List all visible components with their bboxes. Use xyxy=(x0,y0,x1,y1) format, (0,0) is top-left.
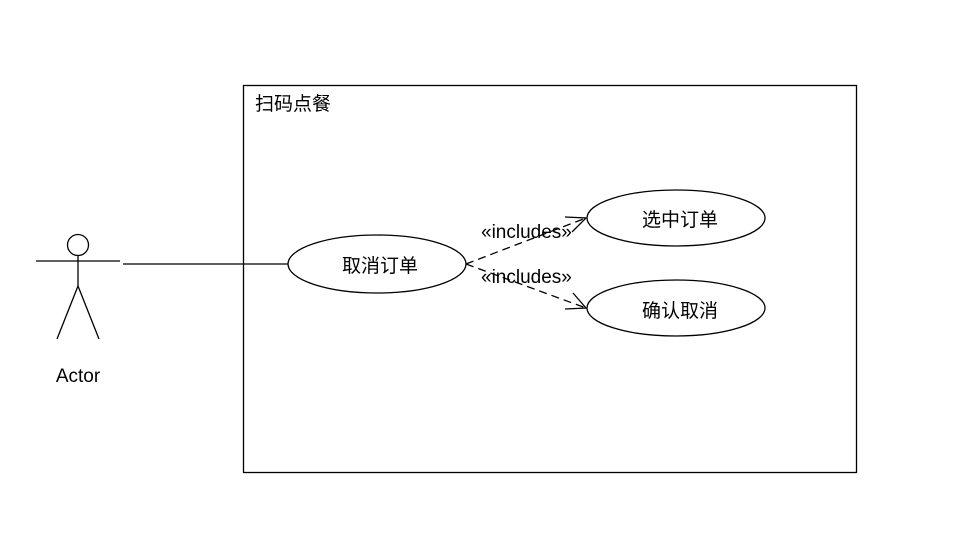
use-case-label: 取消订单 xyxy=(342,255,418,277)
system-boundary xyxy=(242,84,858,474)
use-case-cancel-order: 取消订单 xyxy=(287,234,467,294)
include-label-confirm: «includes» xyxy=(481,267,572,288)
use-case-label: 确认取消 xyxy=(642,300,718,322)
actor-right-leg xyxy=(77,285,100,340)
system-title: 扫码点餐 xyxy=(255,93,331,115)
use-case-confirm-cancel: 确认取消 xyxy=(586,279,766,337)
use-case-ellipse xyxy=(586,189,766,247)
use-case-label: 选中订单 xyxy=(642,209,718,231)
include-label-select: «includes» xyxy=(481,222,572,243)
actor-left-leg xyxy=(56,285,79,340)
actor-figure xyxy=(36,233,120,340)
use-case-ellipse xyxy=(586,279,766,337)
include-relation-select xyxy=(465,216,588,265)
use-case-ellipse xyxy=(287,234,467,294)
actor-label: Actor xyxy=(56,366,101,387)
include-relation-confirm xyxy=(465,263,588,310)
use-case-select-order: 选中订单 xyxy=(586,189,766,247)
actor-head xyxy=(66,233,90,257)
